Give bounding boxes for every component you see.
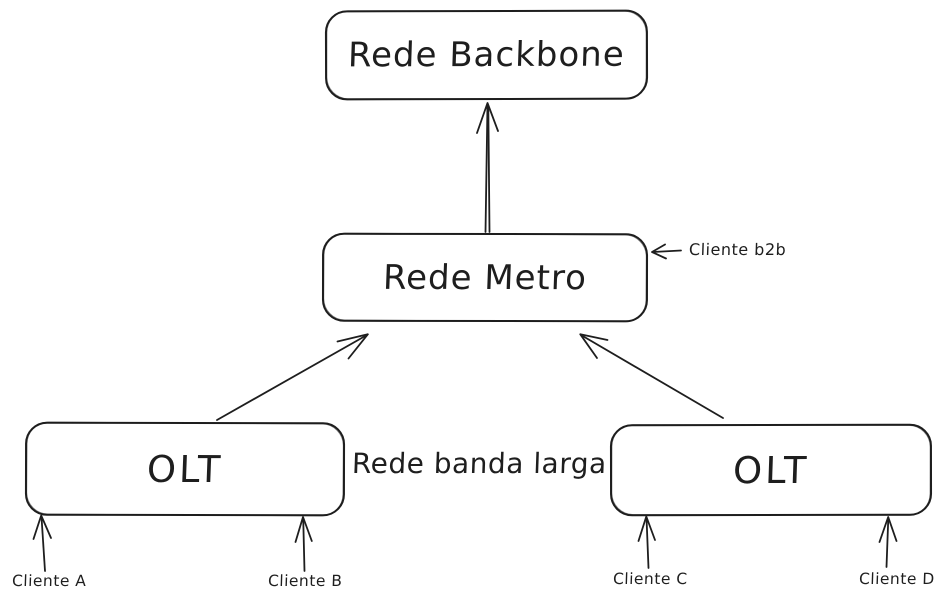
label-rede-banda-larga: Rede banda larga [351, 447, 608, 480]
arrow-cliente-c-icon [637, 515, 656, 569]
label-cliente-d: Cliente D [858, 570, 936, 588]
node-rede-backbone-label: Rede Backbone [347, 34, 626, 76]
node-rede-metro-label: Rede Metro [382, 257, 588, 298]
node-rede-backbone: Rede Backbone [324, 9, 649, 101]
arrow-b2b-to-metro-icon [651, 243, 682, 260]
node-olt-left-label: OLT [146, 447, 224, 491]
node-olt-right: OLT [609, 423, 933, 517]
label-cliente-c: Cliente C [612, 570, 688, 588]
label-cliente-b2b: Cliente b2b [688, 240, 787, 259]
label-cliente-a: Cliente A [11, 572, 87, 590]
arrow-olt-right-to-metro-icon [579, 333, 724, 419]
arrow-olt-left-to-metro-icon [216, 333, 369, 421]
arrow-metro-to-backbone-icon [476, 102, 499, 233]
label-cliente-b: Cliente B [267, 572, 343, 590]
node-olt-right-label: OLT [732, 448, 810, 492]
node-rede-metro: Rede Metro [321, 232, 649, 323]
node-olt-left: OLT [24, 421, 346, 517]
arrow-cliente-a-icon [32, 514, 52, 572]
arrow-cliente-d-icon [878, 516, 898, 568]
arrow-cliente-b-icon [294, 516, 313, 572]
